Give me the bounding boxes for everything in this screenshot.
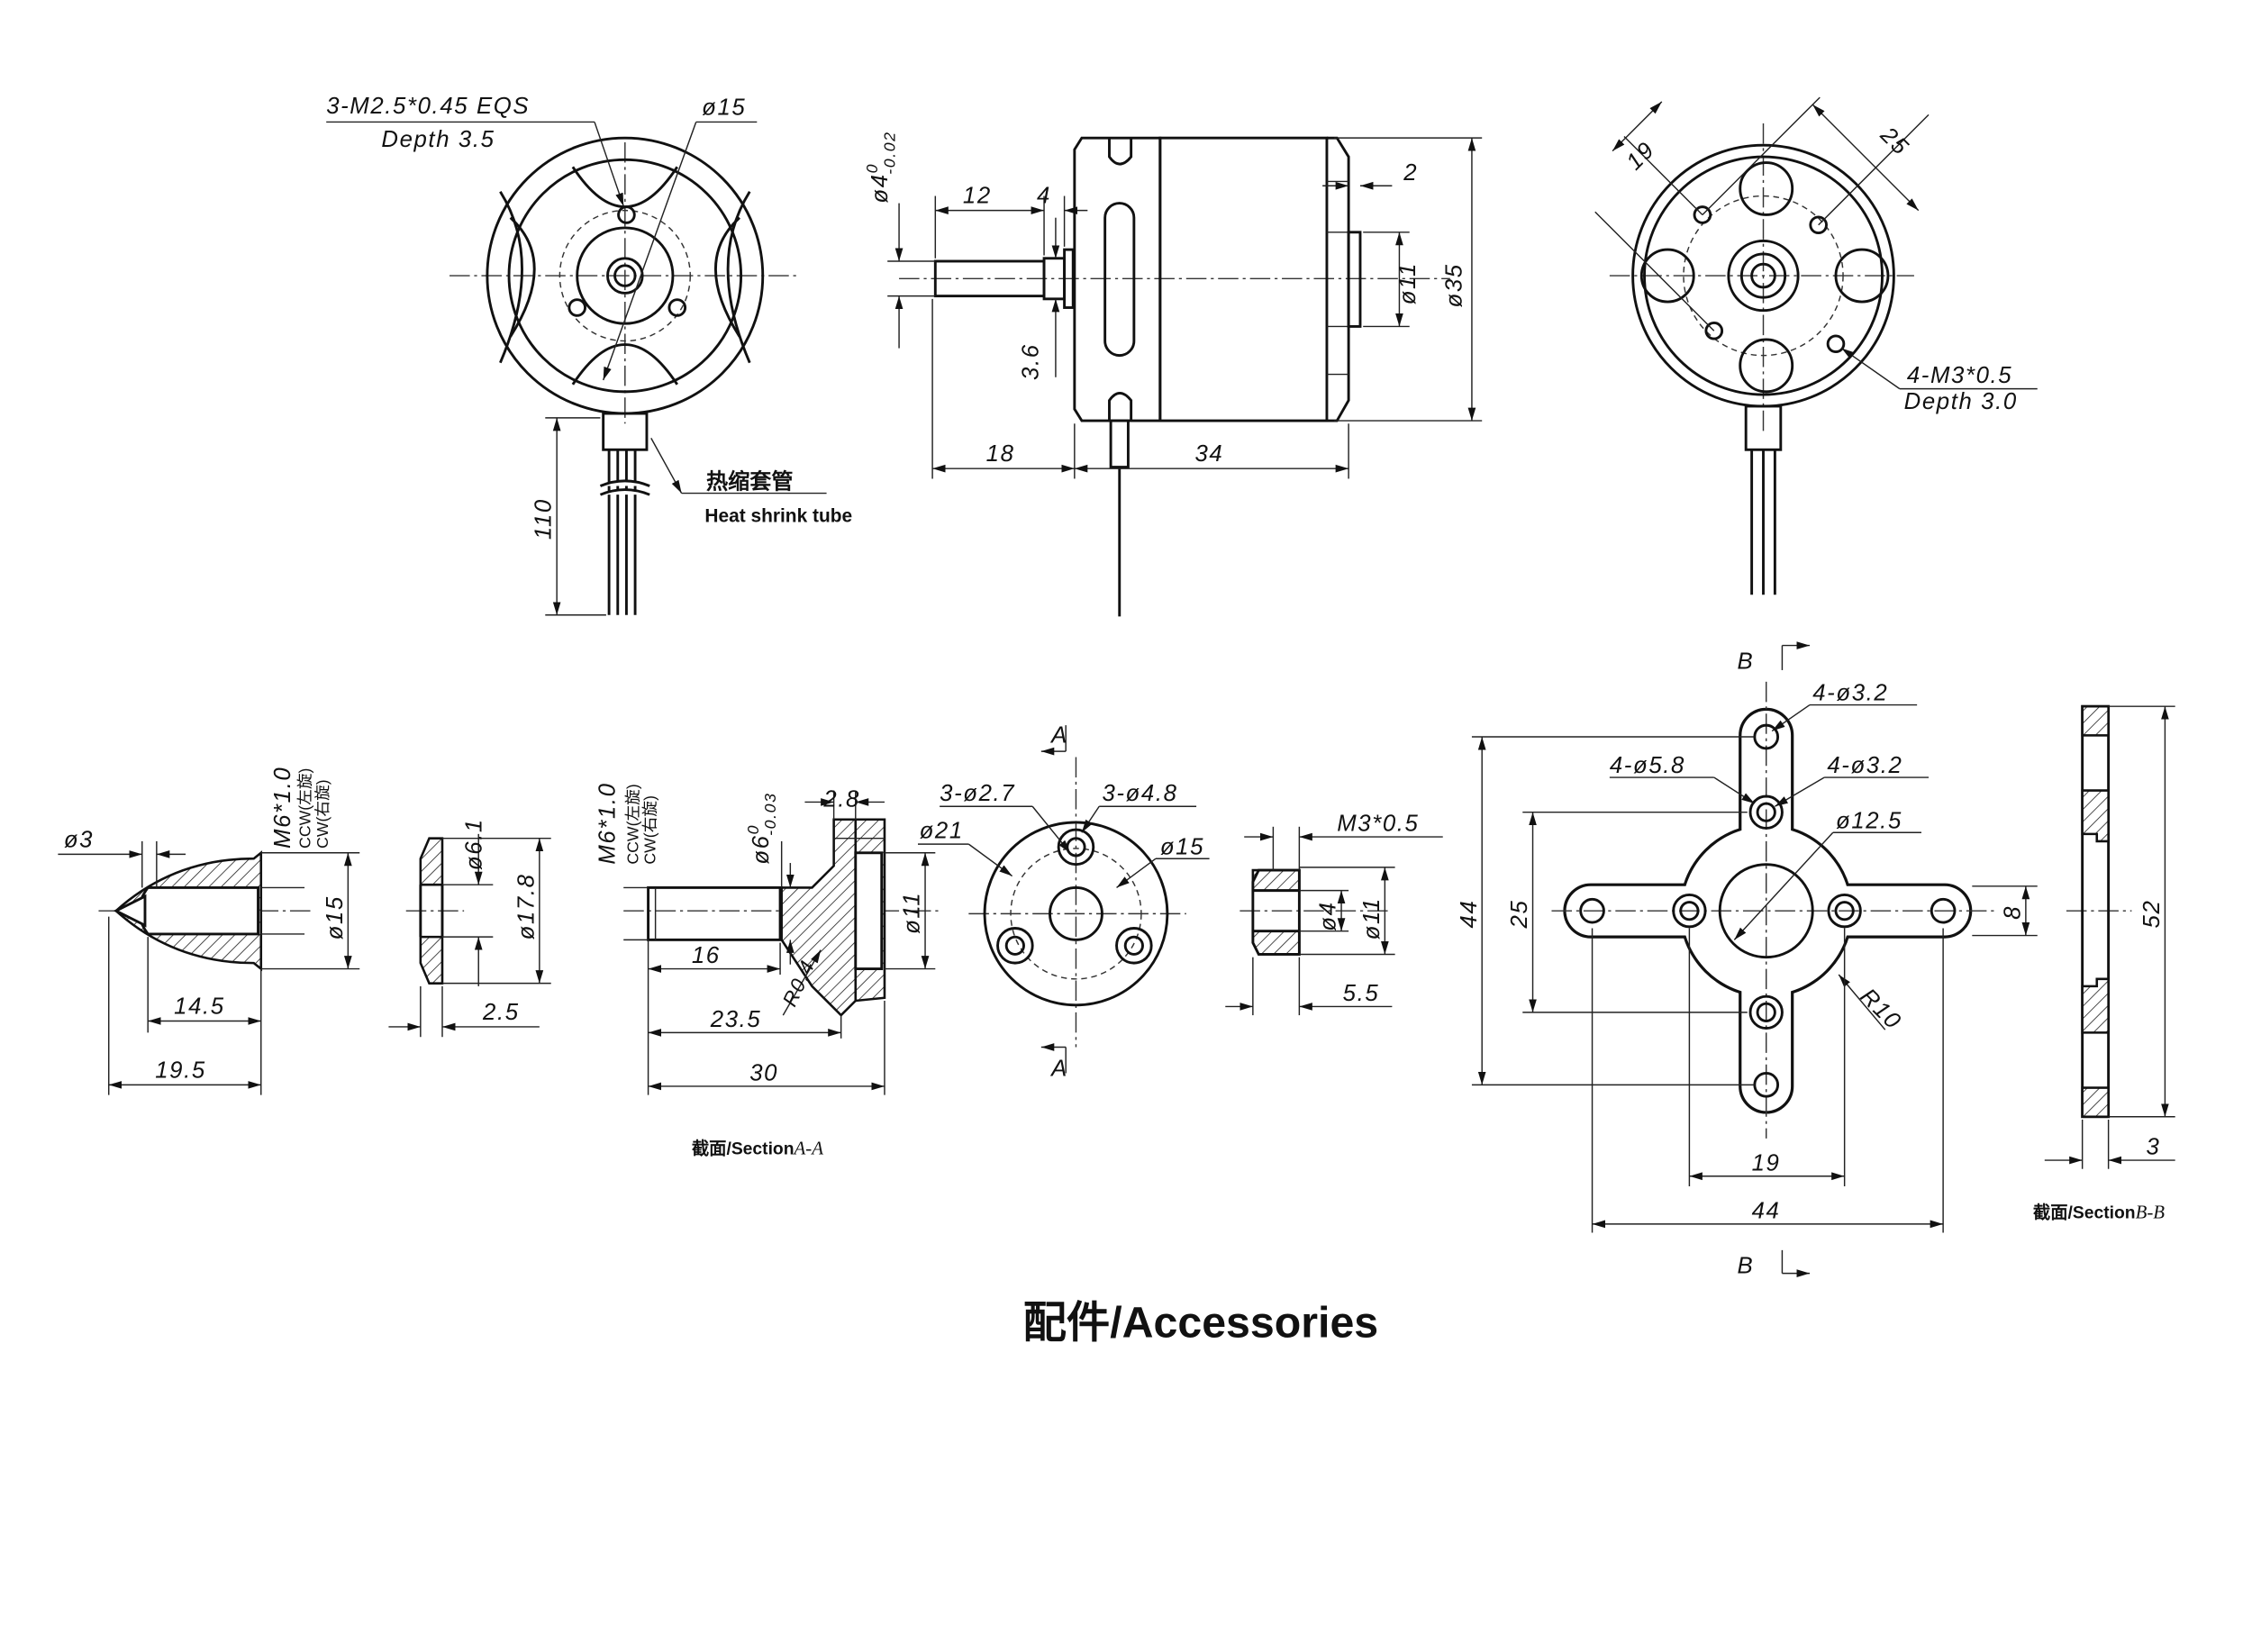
holes-small-label: 3-ø2.7 [940,781,1015,806]
adapter-cw-label: CW(右旋) [641,795,659,865]
depth-note: Depth 3.5 [381,127,495,152]
holes-inner-label: 4-ø3.2 [1827,753,1902,778]
collar-len-label: 4 [1037,184,1051,209]
set-nut-len-label: 5.5 [1343,981,1380,1006]
motor-front-view [326,121,827,616]
set-nut-drawing [1225,826,1443,1016]
nut-ccw-label: CCW(左旋) [295,768,313,849]
nut-len-total-label: 19.5 [155,1057,206,1083]
arm-width-label: 8 [2000,905,2025,920]
rear-thread-note: 4-M3*0.5 [1907,363,2012,388]
adapter-len-mid-label: 23.5 [710,1007,762,1032]
section-b-drawing [2044,704,2175,1169]
nut-dia-label: ø15 [322,895,348,939]
shaft-dia-label: ø40-0.02 [863,131,898,203]
fillet-label: R10 [1856,984,1907,1035]
heat-shrink-label-cn: 热缩套管 [706,469,794,495]
shaft-len-label: 12 [963,184,992,209]
washer-thickness-label: 2.5 [482,1000,520,1025]
height-total-label: 44 [1457,900,1482,929]
adapter-len-total-label: 30 [749,1061,778,1086]
height-inner-label: 25 [1507,900,1532,930]
body-dia-label: ø35 [1442,263,1467,307]
adapter-bore-dia-label: ø11 [900,892,925,934]
set-nut-inner-dia-label: ø4 [1316,901,1341,930]
section-b-label: 截面/SectionB-B [2033,1201,2165,1222]
tip-dia-label: ø3 [64,827,94,852]
center-dia-label: ø12.5 [1836,808,1902,833]
boss-len-label: 2 [1403,160,1418,186]
holes-outer-label: 4-ø3.2 [1812,681,1888,706]
cut-b-bottom-label: B [1738,1254,1755,1279]
set-nut-thread-label: M3*0.5 [1337,812,1419,837]
rear-spacing-a-label: 19 [1621,137,1659,175]
cut-a-bottom-label: A [1049,1057,1068,1082]
nut-cw-label: CW(右旋) [313,779,331,849]
pcd-label: ø15 [702,95,746,120]
set-nut-outer-dia-label: ø11 [1359,897,1385,939]
prop-nut-drawing [58,840,360,1095]
holes-counter-label: 4-ø5.8 [1610,753,1685,778]
nut-len-inner-label: 14.5 [174,994,225,1019]
washer-outer-dia-label: ø17.8 [513,873,539,939]
thread-note: 3-M2.5*0.45 EQS [326,94,530,119]
section-height-label: 52 [2139,900,2165,929]
washer-drawing [388,833,551,1038]
cross-mount-drawing [1471,641,2038,1277]
accessories-title: 配件/Accessories [1023,1298,1379,1347]
cut-b-top-label: B [1738,649,1755,674]
prop-adapter-section [623,790,943,1095]
body-len-label: 34 [1194,441,1223,467]
motor-rear-view [1594,96,2038,595]
adapter-collar-len-label: 2.8 [822,786,860,812]
nut-thread-label: M6*1.0 [270,767,295,849]
prop-adapter-front-view [917,725,1210,1074]
adapter-ccw-label: CCW(左旋) [623,784,641,864]
cut-a-top-label: A [1049,722,1068,748]
rear-depth-note: Depth 3.0 [1904,389,2018,414]
adapter-outer-dia-label: ø21 [920,819,964,844]
washer-inner-dia-label: ø6.1 [461,818,486,870]
adapter-thread-label: M6*1.0 [595,782,621,864]
section-thickness-label: 3 [2146,1135,2160,1160]
heat-shrink-label-en: Heat shrink tube [704,506,852,527]
motor-side-view [887,136,1483,617]
holes-large-label: 3-ø4.8 [1102,781,1177,806]
adapter-pcd-label: ø15 [1160,834,1204,859]
collar-dim-label: 3.6 [1019,343,1044,380]
width-inner-label: 19 [1752,1150,1781,1175]
adapter-thread-len-label: 16 [692,943,721,968]
rear-spacing-b-label: 25 [1875,122,1913,160]
width-total-label: 44 [1752,1198,1781,1223]
adapter-shaft-dia-label: ø60-0.03 [744,792,779,864]
section-a-label: 截面/SectionA-A [692,1138,823,1159]
boss-dia-label: ø11 [1395,262,1421,304]
shaft-total-label: 18 [986,441,1015,467]
lead-length-label: 110 [531,498,557,540]
